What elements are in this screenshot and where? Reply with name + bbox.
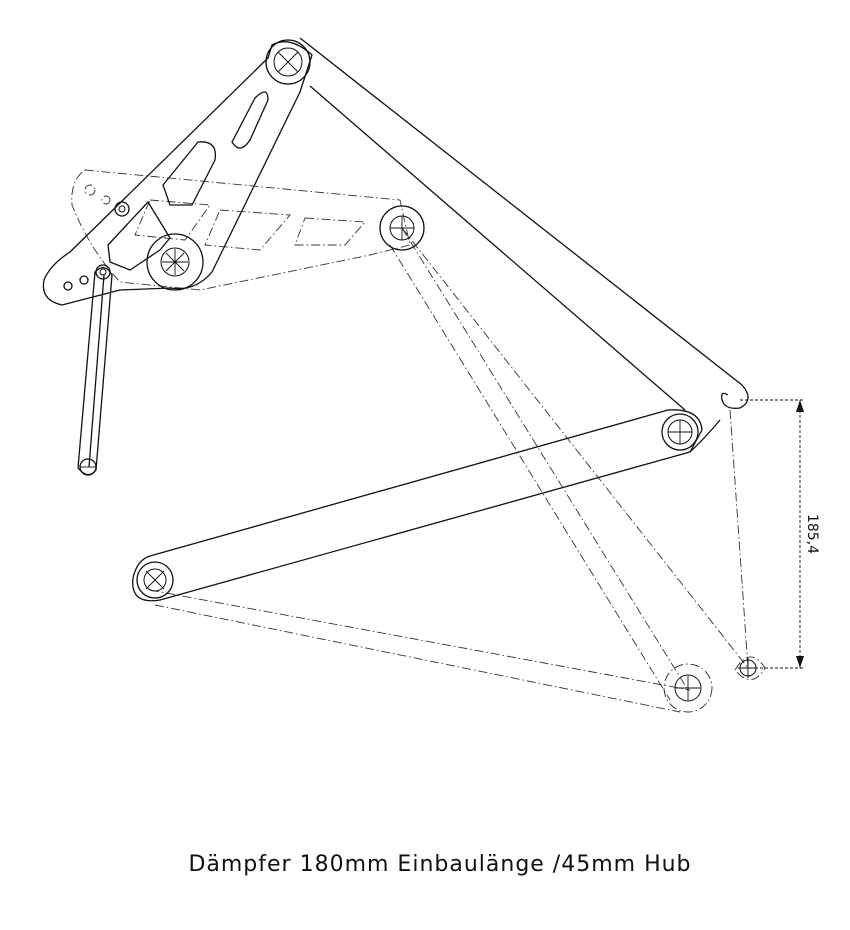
pivot-shock-end [738, 658, 758, 678]
pivot-link-left [136, 561, 174, 599]
pivot-rod-bottom [79, 458, 97, 476]
stroke-dimension: 185,4 [740, 399, 820, 669]
top-link [299, 37, 749, 411]
pivot-link-right [661, 413, 699, 451]
pull-rod [77, 267, 113, 476]
pivot-lower-right [674, 674, 702, 702]
pivot-top [265, 39, 311, 85]
pivot-main-rocker [146, 233, 204, 291]
pivot-small-rod-top [95, 264, 111, 280]
drawing-caption: Dämpfer 180mm Einbaulänge /45mm Hub [188, 852, 692, 877]
alternate-position-outline [71, 169, 766, 713]
pivot-small-rod-upper [114, 201, 130, 217]
pivot-dashed-rocker [379, 205, 425, 251]
main-rocker-plate [42, 41, 313, 306]
bottom-link [132, 409, 721, 602]
dimension-label: 185,4 [804, 514, 820, 554]
